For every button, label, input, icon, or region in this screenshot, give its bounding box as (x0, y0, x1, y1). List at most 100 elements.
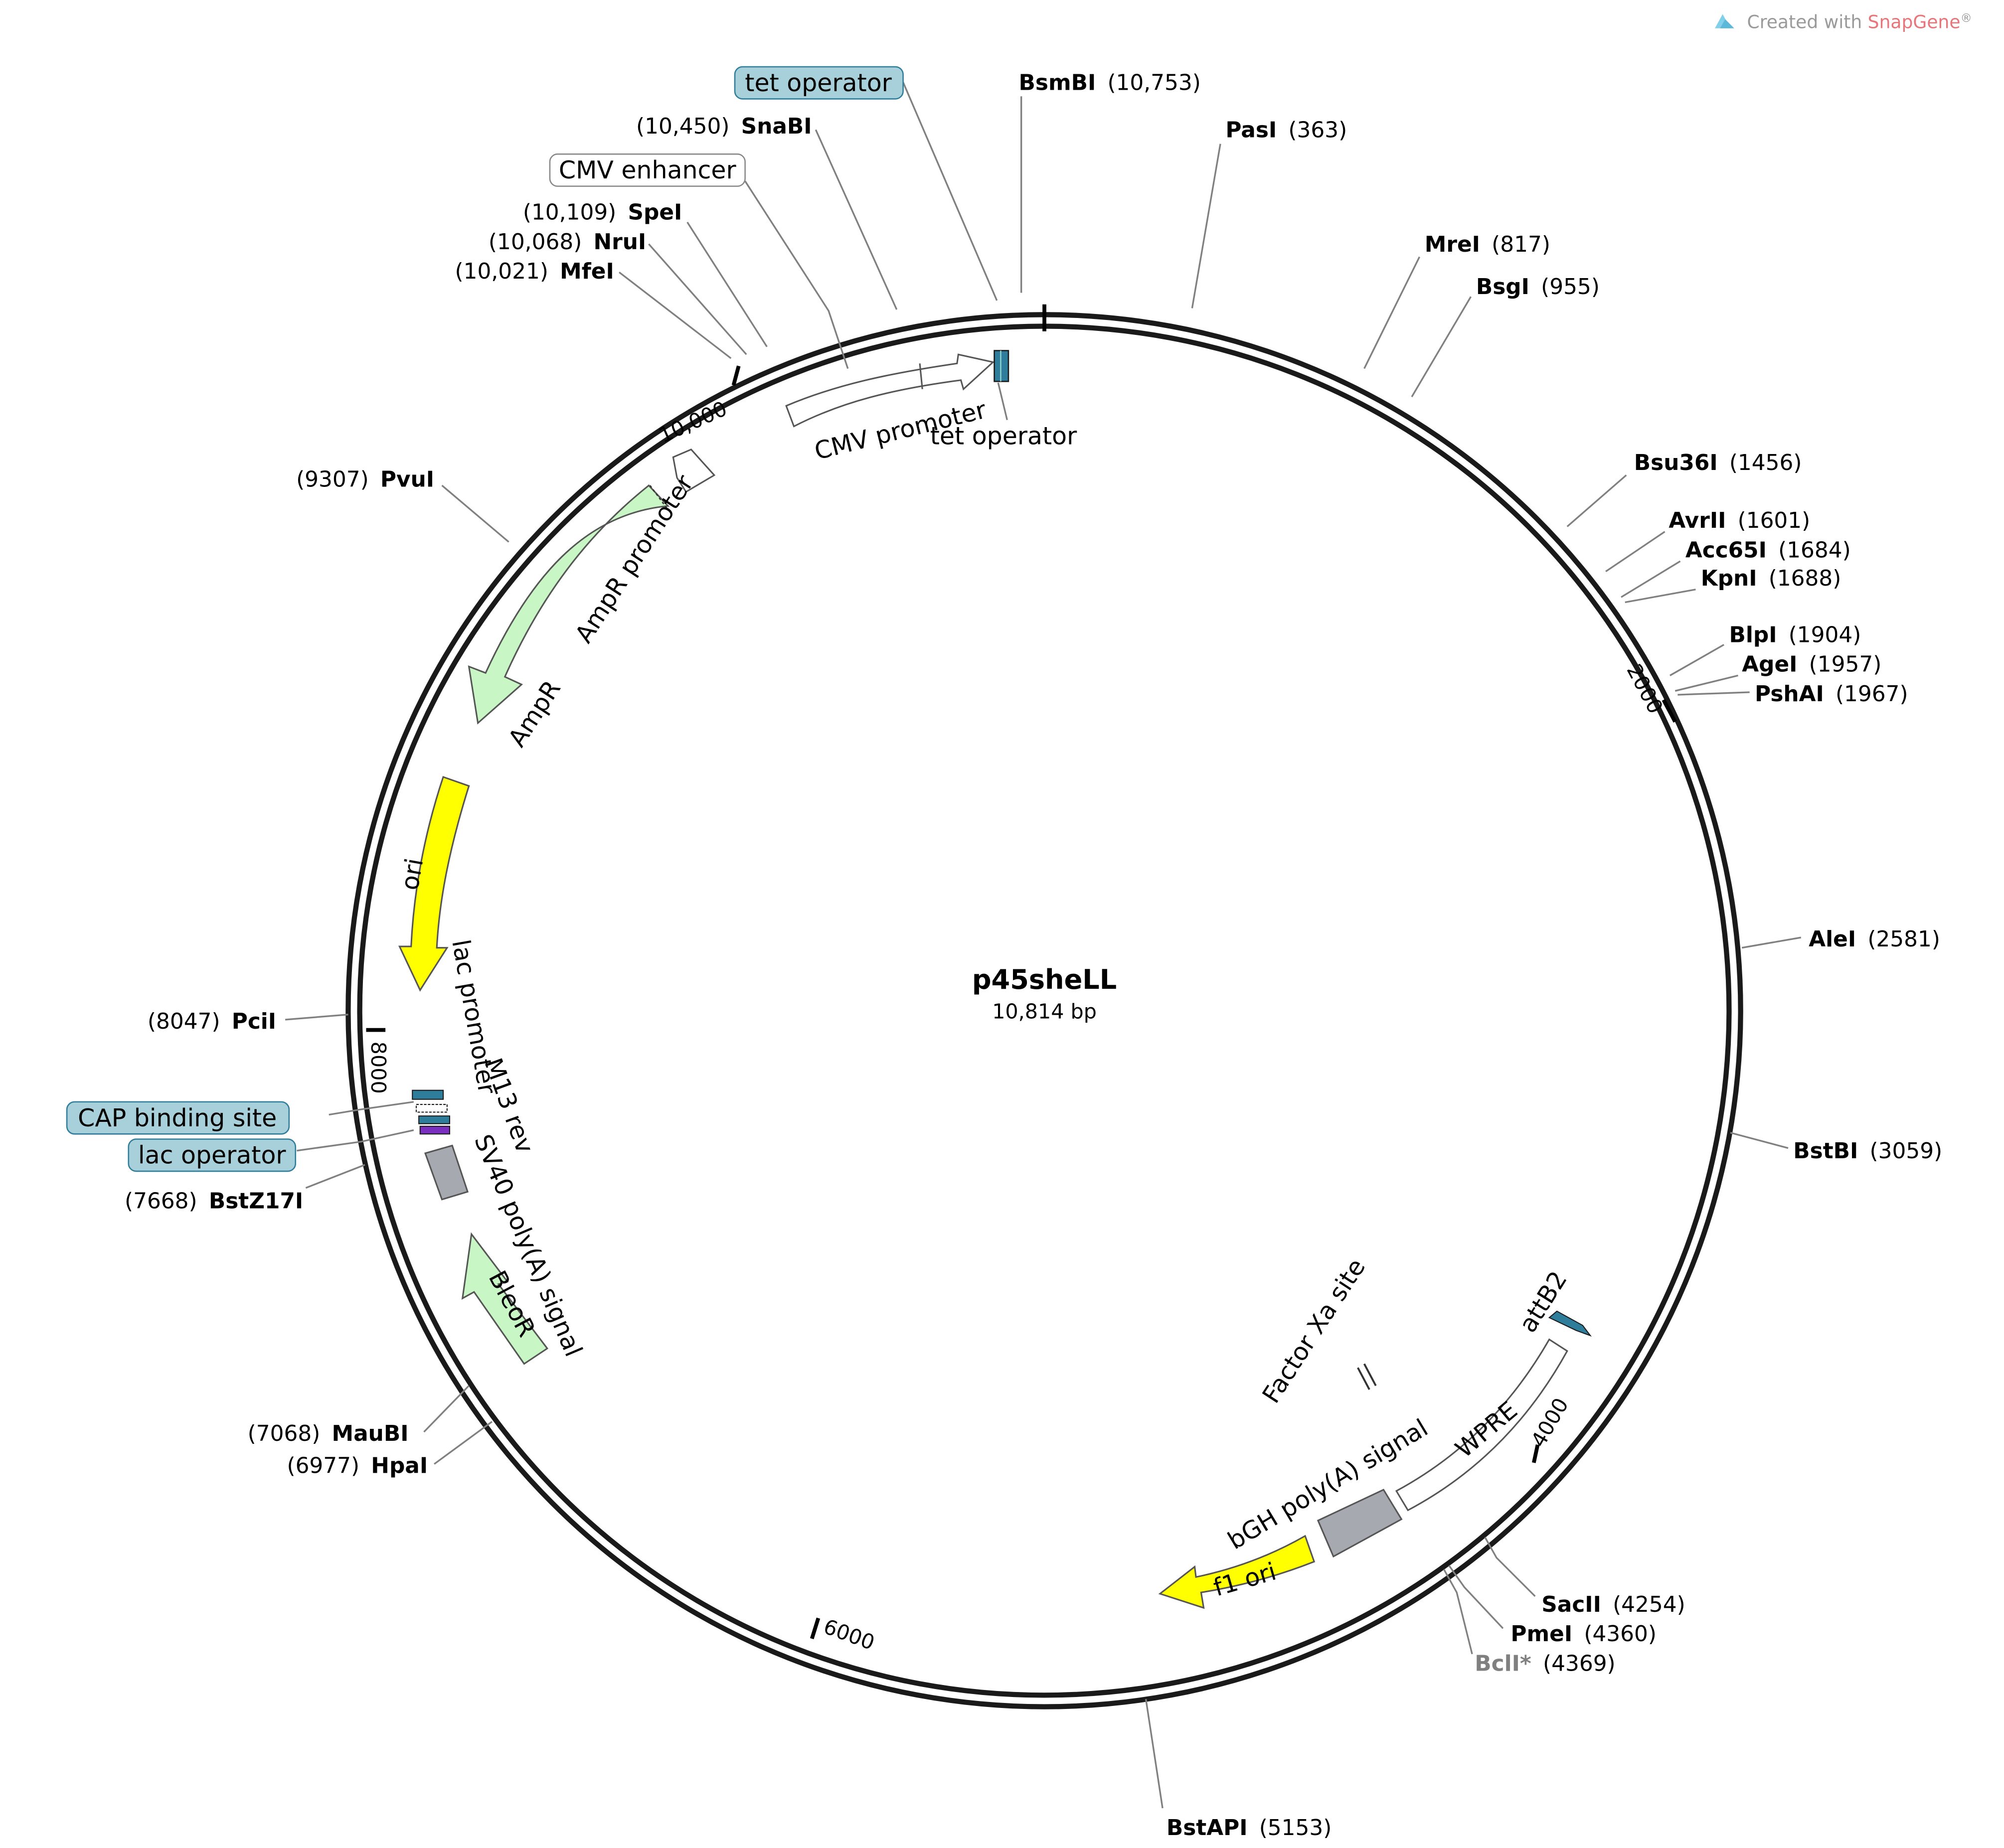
ruler-tick-mark (731, 365, 741, 386)
feature-leader (902, 82, 998, 301)
site-name: SnaBI (741, 114, 812, 139)
feature-shapes (398, 350, 1592, 1609)
feature-leader (297, 1129, 414, 1152)
outer-feature-label: tet operator (745, 69, 892, 97)
svg-text:(8047)PciI: (8047)PciI (148, 1009, 276, 1034)
svg-text:PshAI(1967): PshAI(1967) (1755, 681, 1908, 707)
feature-leader (997, 382, 1008, 421)
sv40-polya-box (424, 1144, 469, 1201)
cap-binding-site-box (412, 1089, 444, 1100)
site-leader (423, 1385, 470, 1433)
site-leader (1670, 644, 1724, 676)
svg-text:(7068)MauBI: (7068)MauBI (248, 1421, 409, 1446)
site-position: (4369) (1543, 1651, 1616, 1676)
site-leader (648, 243, 747, 355)
site-name: BstZ17I (209, 1189, 303, 1214)
svg-text:BsgI(955): BsgI(955) (1476, 274, 1600, 300)
site-leader (1191, 144, 1221, 308)
snapgene-logo-icon (1715, 14, 1734, 28)
svg-text:Acc65I(1684): Acc65I(1684) (1685, 537, 1851, 563)
site-position: (955) (1541, 274, 1600, 300)
factor-xa-site-mark (1357, 1367, 1370, 1390)
outer-feature-label: CAP binding site (78, 1104, 277, 1132)
site-leader-lines (285, 96, 1802, 1809)
site-leader (305, 1164, 365, 1189)
feature-labels: CMV promoter tet operator AmpR promoter … (395, 395, 1573, 1602)
lac-operator-box (418, 1115, 451, 1124)
site-labels: BsmBI(10,753) PasI(363) MreI(817) BsgI(9… (125, 70, 1942, 1841)
site-position: (10,021) (455, 259, 548, 284)
svg-text:(6977)HpaI: (6977) HpaI (287, 1453, 428, 1479)
svg-text:Bsu36I(1456): Bsu36I (1456) (1634, 450, 1802, 475)
site-leader (434, 1421, 493, 1465)
site-name: PciI (232, 1009, 276, 1034)
site-name: BstBI (1793, 1138, 1858, 1164)
site-position: (1904) (1789, 622, 1861, 647)
site-name: BclI* (1475, 1651, 1531, 1676)
site-position: (1688) (1769, 566, 1841, 591)
ori-arrow (398, 775, 470, 992)
site-leader (1484, 1537, 1536, 1597)
svg-text:KpnI(1688): KpnI (1688) (1701, 566, 1841, 591)
site-name: HpaI (371, 1453, 428, 1479)
site-position: (1601) (1738, 508, 1811, 533)
outer-feature-lac-operator: lac operator (128, 1138, 297, 1172)
site-name: BsmBI (1018, 70, 1096, 95)
site-leader (1566, 474, 1627, 527)
site-name: Acc65I (1685, 537, 1767, 563)
site-position: (1456) (1729, 450, 1802, 475)
svg-text:AgeI(1957): AgeI (1957) (1742, 652, 1881, 677)
branding-suffix: ® (1961, 11, 1972, 25)
site-name: PshAI (1755, 681, 1824, 707)
site-name: PasI (1225, 118, 1277, 143)
site-name: SacII (1541, 1592, 1601, 1617)
site-leader (1730, 1132, 1789, 1149)
site-position: (9307) (296, 467, 369, 492)
site-name: PmeI (1510, 1621, 1572, 1647)
svg-text:PasI(363): PasI (363) (1225, 118, 1347, 143)
svg-text:(10,450)SnaBI: (10,450) SnaBI (636, 114, 812, 139)
branding-brand: SnapGene (1868, 12, 1961, 33)
ruler-tick-mark (1662, 699, 1677, 723)
site-name: AgeI (1742, 652, 1797, 677)
site-position: (3059) (1870, 1138, 1943, 1164)
ampr-arrow (468, 484, 670, 725)
svg-text:BclI*(4369): BclI* (4369) (1475, 1651, 1615, 1676)
outer-feature-cap-binding-site: CAP binding site (66, 1101, 290, 1135)
bgh-polya-box (1317, 1489, 1403, 1558)
site-leader (1621, 560, 1681, 598)
site-leader (1411, 296, 1472, 398)
site-name: Bsu36I (1634, 450, 1718, 475)
site-position: (1957) (1809, 652, 1882, 677)
site-position: (6977) (287, 1453, 359, 1479)
site-leader (441, 484, 509, 543)
site-leader (686, 221, 768, 347)
site-leader (1363, 256, 1420, 369)
site-position: (10,450) (636, 114, 729, 139)
wpre-box (1395, 1338, 1568, 1512)
ampr-promoter-arrow (672, 449, 716, 493)
site-leader (1674, 674, 1738, 692)
svg-text:BstAPI(5153): BstAPI(5153) (1167, 1815, 1332, 1841)
site-leader (815, 129, 898, 310)
site-position: (817) (1492, 232, 1550, 257)
cmv-promoter-arrow (785, 353, 995, 428)
outer-feature-labels: tet operator CMV enhancer CAP binding si… (66, 66, 904, 1172)
site-leader (1741, 936, 1802, 949)
site-position: (363) (1288, 118, 1347, 143)
site-name: KpnI (1701, 566, 1757, 591)
outer-feature-cmv-enhancer: CMV enhancer (549, 153, 746, 187)
ruler-tick-label: 6000 (821, 1614, 878, 1655)
feature-leader (744, 180, 849, 369)
plasmid-length: 10,814 bp (992, 999, 1097, 1023)
svg-text:AleI(2581): AleI(2581) (1809, 926, 1940, 952)
svg-text:Created with SnapGene®: Created with SnapGene® (1747, 11, 1972, 33)
ruler-tick-mark (810, 1617, 821, 1640)
outer-feature-label: lac operator (138, 1141, 286, 1170)
feature-leader (329, 1101, 414, 1116)
site-leader (1605, 531, 1666, 573)
site-name: MfeI (560, 259, 614, 284)
site-leader (1145, 1698, 1164, 1809)
site-position: (7668) (125, 1189, 197, 1214)
